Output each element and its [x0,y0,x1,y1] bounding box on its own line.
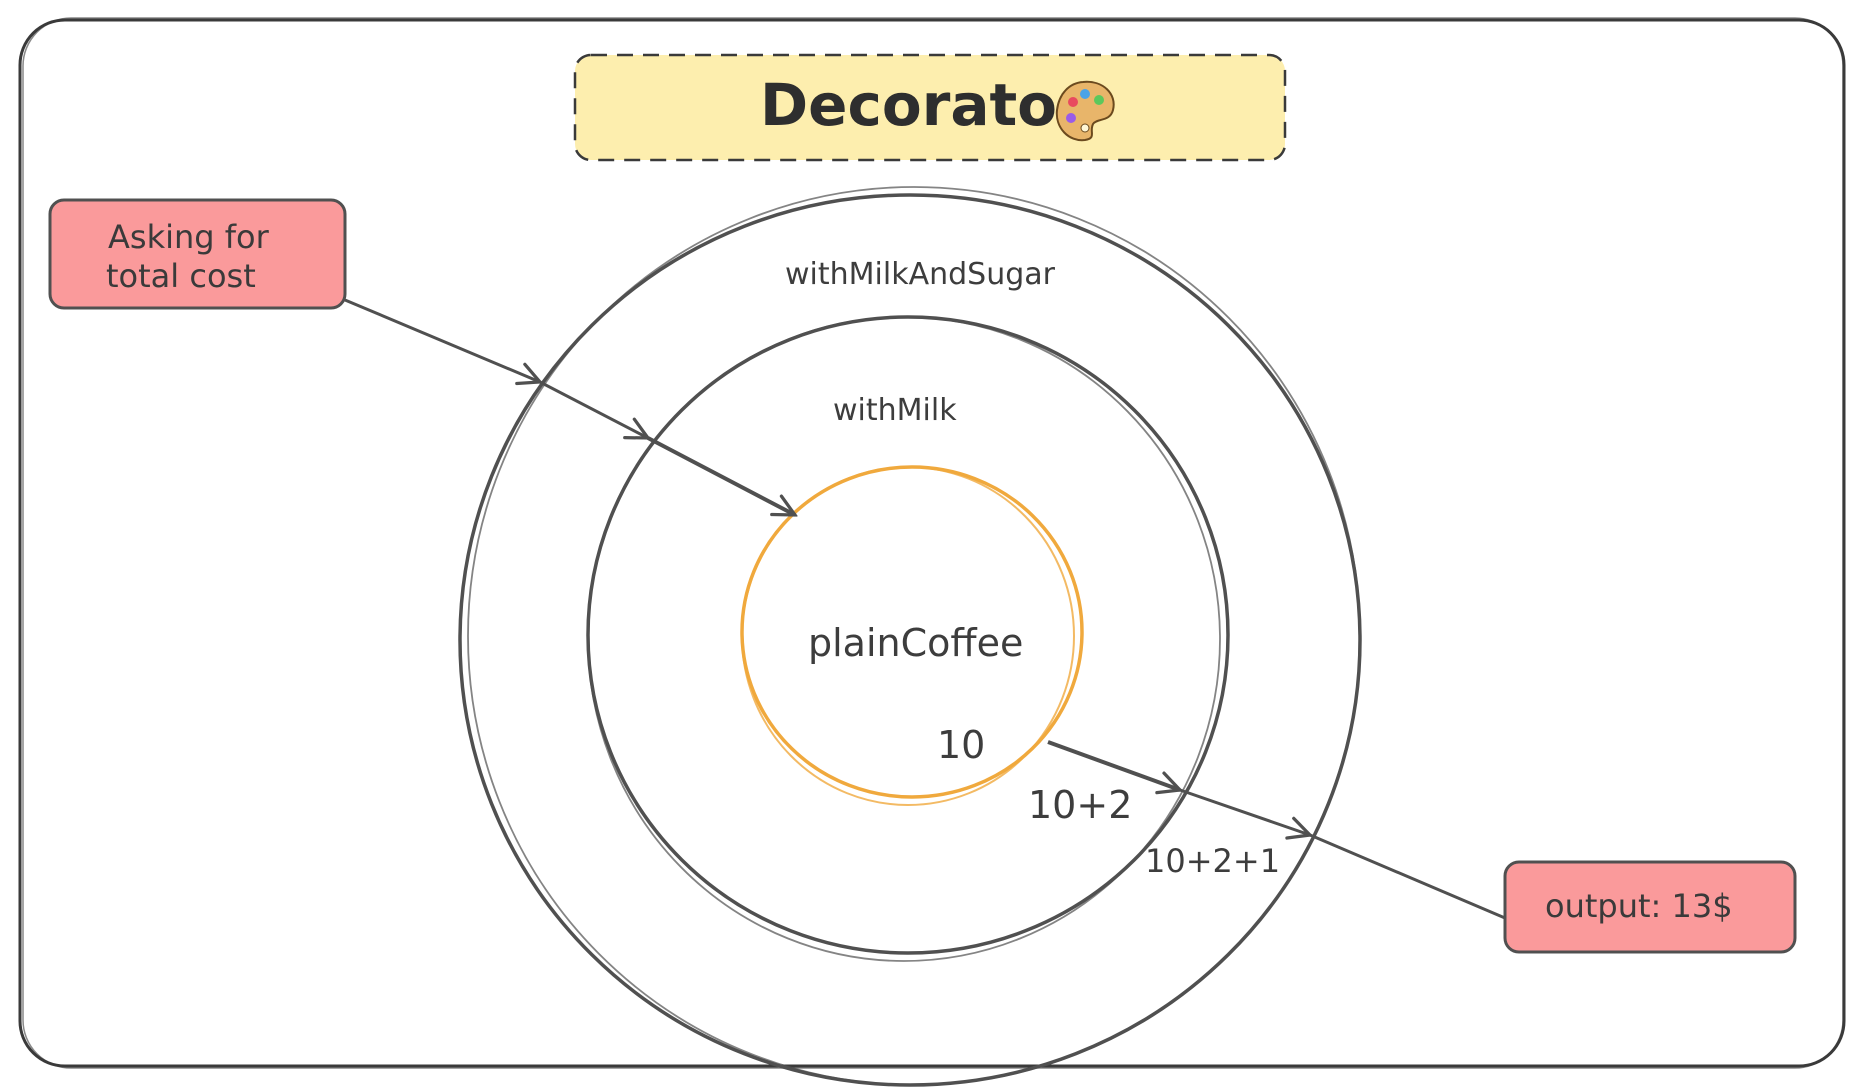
diagram-title: Decorator [760,71,1086,139]
request-arrow-3 [647,436,795,517]
response-arrow-1 [1047,740,1180,790]
core-label: plainCoffee [808,621,1023,665]
input-box-line2: total cost [106,257,256,295]
middle-ring-withmilk: withMilk [586,315,1230,962]
input-box-line1: Asking for [108,218,270,256]
output-box-label: output: 13$ [1545,887,1733,925]
request-arrow-1 [344,298,540,382]
outer-ring-withmilkandsugar: withMilkAndSugar [458,186,1362,1087]
palette-icon [1055,80,1115,142]
request-arrows [344,298,795,517]
title-banner: Decorator [573,53,1287,162]
outer-ring-label: withMilkAndSugar [785,257,1056,292]
response-arrow-2 [1179,788,1310,835]
response-arrows [1047,740,1506,920]
core-plaincoffee: plainCoffee [740,465,1084,806]
response-arrow-3 [1309,833,1506,920]
middle-ring-label: withMilk [833,393,957,428]
request-arrow-2 [539,380,648,438]
core-value: 10 [937,723,985,767]
output-box: output: 13$ [1503,860,1797,954]
outer-frame [18,17,1846,1069]
outer-value: 10+2+1 [1145,842,1280,880]
middle-value: 10+2 [1028,783,1132,827]
input-box: Asking for total cost [48,198,347,310]
